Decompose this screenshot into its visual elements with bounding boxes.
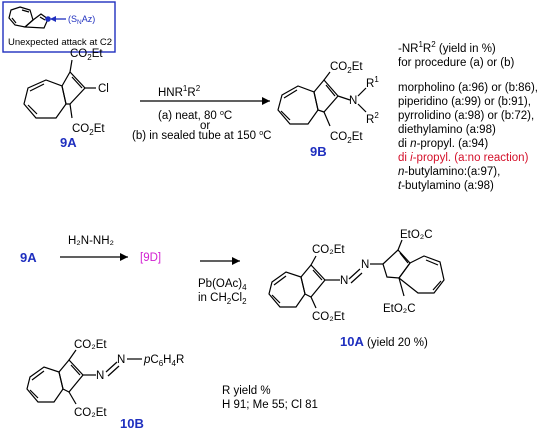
9A-bottom-ester: CO2Et <box>72 123 105 137</box>
inset-box: (SNAz) Unexpected attack at C2 <box>2 1 116 53</box>
9B-bottom-ester: CO2Et <box>330 131 363 145</box>
10B-ester-1: CO₂Et <box>74 339 107 351</box>
reaction-arrow-hydrazine-head <box>120 253 128 261</box>
result-item: piperidino (a:99) or (b:91), <box>398 96 531 108</box>
result-item: di n-propyl. (a:94) <box>398 138 488 150</box>
10B-aryl: pC6H4R <box>143 354 184 368</box>
result-item: morpholino (a:96) or (b:86), <box>398 82 538 94</box>
results-items: morpholino (a:96) or (b:86), piperidino (… <box>398 82 538 192</box>
9B-r2: R2 <box>366 111 379 126</box>
9B-top-ester: CO2Et <box>330 61 363 75</box>
10B-table-head: R yield % <box>222 385 271 397</box>
results-list: -NR1R2 (yield in %) for procedure (a) or… <box>398 40 538 192</box>
10B-azo-n1: N <box>96 370 104 382</box>
10A-ester-1: CO₂Et <box>312 244 345 256</box>
10B-table-row: H 91; Me 55; Cl 81 <box>222 399 318 411</box>
10A-ester-2: CO₂Et <box>312 311 345 323</box>
inset-caption: Unexpected attack at C2 <box>8 37 112 48</box>
9B-r1: R1 <box>366 75 379 90</box>
compound-10A-label: 10A <box>340 334 364 349</box>
compound-10A: 10A (yield 20 %) <box>340 334 428 349</box>
results-header-1: -NR1R2 (yield in %) <box>398 40 496 55</box>
reagent-hydrazine: H₂N-NH₂ <box>68 235 114 247</box>
condition-or: or <box>200 120 210 132</box>
9A-chloro: Cl <box>98 83 109 95</box>
result-item: pyrrolidino (a:98) or (b:72), <box>398 110 534 122</box>
result-item: diethylamino (a:98) <box>398 124 496 136</box>
inset-frame <box>2 1 116 53</box>
oxidant-reagent: Pb(OAc)4 <box>198 278 247 292</box>
inset-azulene <box>8 6 66 29</box>
reaction-arrow-oxidation-head <box>232 257 240 265</box>
10A-ester-4: EtO₂C <box>383 303 416 315</box>
bottom-9A-label: 9A <box>20 250 37 265</box>
compound-9A-label: 9A <box>60 135 77 150</box>
10A-azo-n1: N <box>340 275 348 287</box>
condition-b: (b) in sealed tube at 150 oC <box>132 130 271 142</box>
inset-substitution-label: (SNAz) <box>68 14 95 26</box>
oxidant-solvent: in CH2Cl2 <box>198 292 247 306</box>
9B-nitrogen: N <box>349 95 357 107</box>
9A-top-ester: CO2Et <box>70 48 103 62</box>
10A-ester-3: EtO₂C <box>400 229 433 241</box>
results-header-2: for procedure (a) or (b) <box>398 57 514 69</box>
compound-9A-structure <box>23 59 96 119</box>
compound-10B-structure <box>26 349 142 405</box>
result-item: n-butylamino:(a:97), <box>398 166 500 178</box>
attack-site-dot <box>45 16 51 22</box>
intermediate-9D: [9D] <box>140 252 161 264</box>
condition-a: (a) neat, 80 oC <box>158 110 232 122</box>
10B-azo-n2: N <box>117 354 125 366</box>
result-item: di i-propyl. (a:no reaction) <box>398 152 529 164</box>
reaction-arrow-top-head <box>262 97 270 105</box>
result-item: t-butylamino (a:98) <box>398 180 494 192</box>
compound-10B-label: 10B <box>120 416 144 431</box>
10A-yield: (yield 20 %) <box>364 337 428 349</box>
reagent-amine: HNR1R2 <box>158 84 201 99</box>
10B-ester-2: CO₂Et <box>74 407 107 419</box>
10A-azo-n2: N <box>361 259 369 271</box>
compound-10A-structure <box>268 239 445 309</box>
compound-9B-structure <box>277 71 367 127</box>
compound-9B-label: 9B <box>310 144 327 159</box>
